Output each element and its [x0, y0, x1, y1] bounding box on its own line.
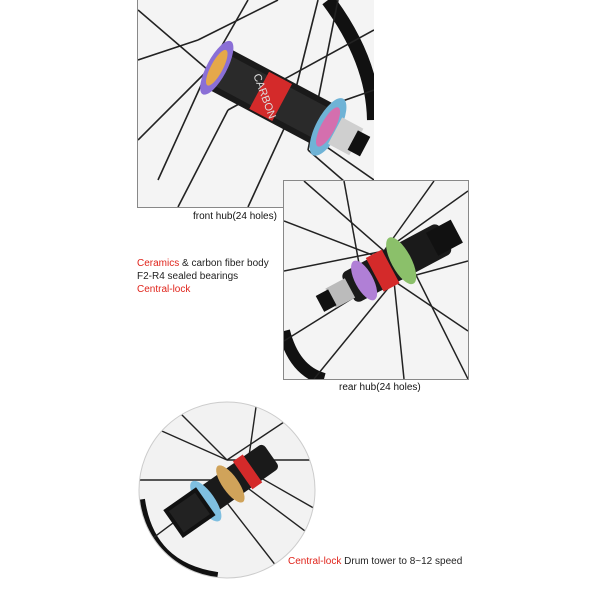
rear-hub-image: [284, 181, 468, 379]
front-hub-caption: front hub(24 holes): [193, 211, 277, 222]
rear-hub-caption: rear hub(24 holes): [339, 382, 421, 393]
spec-text-carbon: & carbon fiber body: [179, 258, 269, 269]
front-hub-image: CARBON: [138, 0, 374, 207]
drum-tower-image: [138, 401, 316, 579]
spec-list: Ceramics & carbon fiber body F2-R4 seale…: [137, 257, 269, 296]
drum-highlight: Central-lock: [288, 556, 342, 567]
spec-line-central-lock: Central-lock: [137, 284, 191, 295]
front-hub-photo: CARBON: [137, 0, 374, 208]
drum-caption: Central-lock Drum tower to 8~12 speed: [288, 556, 462, 567]
drum-tower-photo: [137, 400, 317, 580]
spec-line-ceramics: Ceramics & carbon fiber body: [137, 257, 269, 270]
spec-highlight-ceramics: Ceramics: [137, 258, 180, 269]
spec-line-bearings: F2-R4 sealed bearings: [137, 271, 239, 282]
drum-text: Drum tower to 8~12 speed: [341, 556, 463, 567]
rear-hub-photo: [283, 180, 469, 380]
